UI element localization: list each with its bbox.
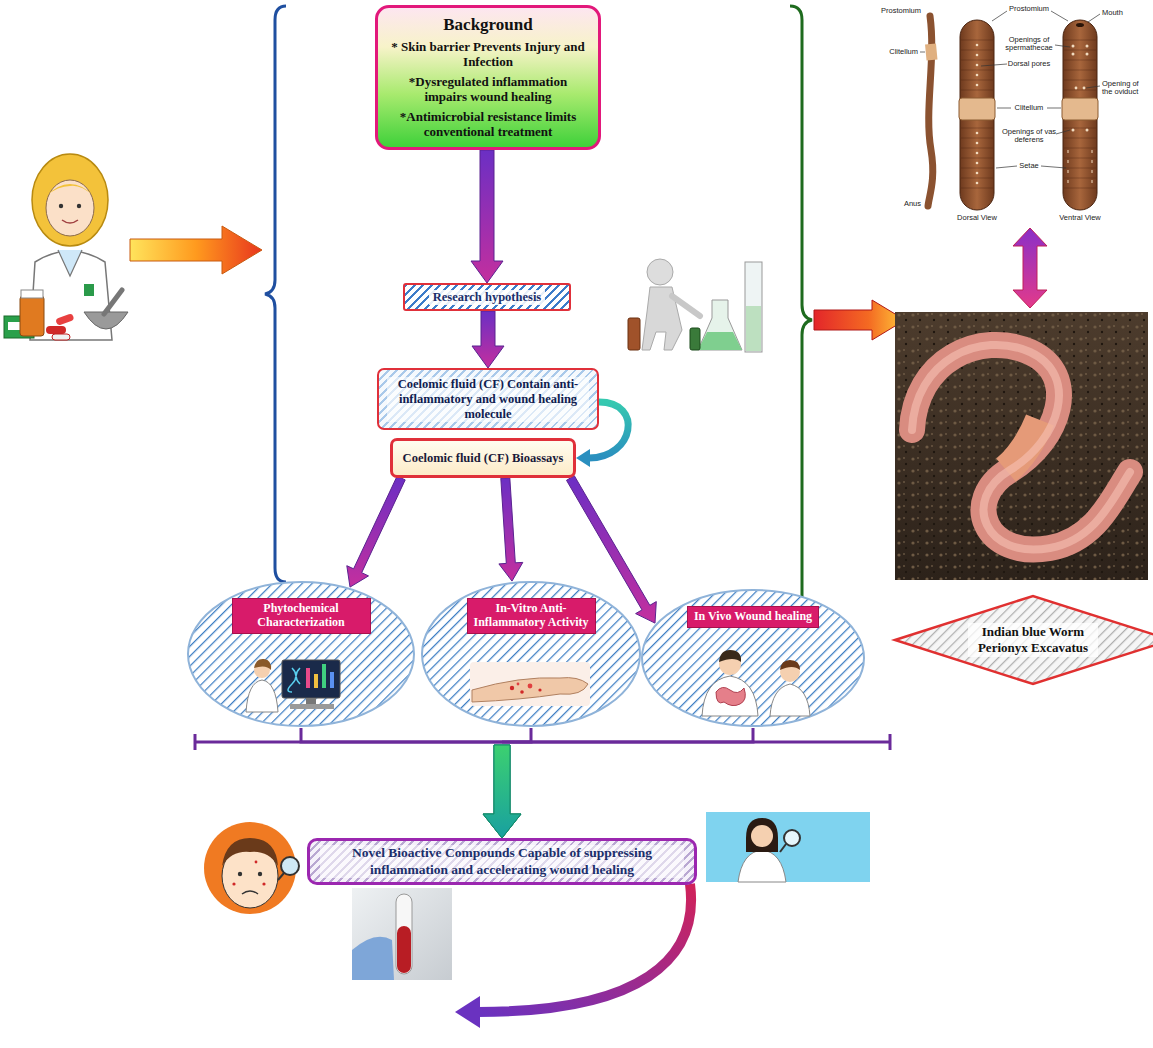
- flow-arrow: [301, 728, 521, 838]
- arrow-shape: [347, 476, 405, 587]
- lab-figure: [628, 259, 762, 352]
- orange-arrow: [130, 226, 262, 274]
- flow-arrow: [483, 728, 531, 838]
- arrow-shape: [483, 745, 521, 838]
- flow-arrow: [471, 150, 503, 283]
- arrow-shape: [471, 150, 503, 283]
- method-ellipse: Phytochemical Characterization: [186, 580, 416, 728]
- flow-arrow: [499, 478, 523, 581]
- worm-photo: [895, 312, 1148, 580]
- part-label: Prostomium: [999, 5, 1059, 13]
- part-label: Setae: [999, 162, 1059, 170]
- method-ellipse: In Vivo Wound healing: [640, 588, 866, 728]
- node-text: Research hypothesis: [429, 290, 545, 305]
- part-label: Anus: [897, 200, 921, 208]
- node-text: Coelomic fluid (CF) Bioassays: [403, 451, 564, 466]
- doctor-icon: [706, 812, 870, 882]
- arrow-shape: [483, 745, 521, 838]
- right-brace: [790, 6, 812, 636]
- flow-arrow: [347, 476, 405, 587]
- node-text: * Skin barrier Prevents Injury and Infec…: [386, 40, 590, 70]
- arrow-head: [576, 449, 590, 467]
- arrow-shape: [483, 745, 521, 838]
- scientist-icon: [4, 154, 128, 340]
- ellipse-shape: [188, 582, 414, 726]
- outcome-box: Novel Bioactive Compounds Capable of sup…: [307, 838, 697, 885]
- node-text: *Antimicrobial resistance limits convent…: [386, 110, 590, 140]
- patient-icon: [204, 822, 299, 914]
- node-text: Novel Bioactive Compounds Capable of sup…: [320, 845, 684, 877]
- part-label: Openings of vas deferens: [999, 128, 1059, 145]
- arrow-line: [301, 728, 502, 742]
- part-label: Dorsal pores: [999, 60, 1059, 68]
- arm-icon: [470, 662, 590, 706]
- arrow-line: [502, 728, 531, 742]
- method-ellipse: In-Vitro Anti-Inflammatory Activity: [420, 580, 642, 728]
- bioassay-box: Coelomic fluid (CF) Bioassays: [390, 438, 576, 478]
- process-box: Coelomic fluid (CF) Contain anti-inflamm…: [377, 368, 599, 430]
- background-box: Background * Skin barrier Prevents Injury…: [375, 5, 601, 150]
- part-label: Mouth: [1102, 9, 1146, 17]
- species-diamond: Indian blue Worm Perionyx Excavatus: [893, 594, 1153, 686]
- sample-photo: [352, 888, 452, 980]
- ellipse-shape: [642, 590, 864, 726]
- intestine-icon: [702, 650, 810, 716]
- flow-arrow: [483, 728, 753, 838]
- ellipse-shape: [422, 582, 640, 726]
- part-label: Openings of spermathecae: [999, 36, 1059, 53]
- part-label: Opening of the oviduct: [1102, 80, 1148, 97]
- node-text: In Vivo Wound healing: [687, 606, 819, 628]
- arrow-line: [502, 728, 753, 742]
- diamond-shape: [895, 596, 1153, 684]
- hypothesis-box: Research hypothesis: [403, 283, 571, 311]
- node-text: Indian blue Worm Perionyx Excavatus: [968, 623, 1098, 656]
- part-label: Ventral View: [1055, 214, 1105, 222]
- node-text: Coelomic fluid (CF) Contain anti-inflamm…: [387, 377, 589, 422]
- computer-icon: [246, 659, 340, 712]
- arrow-shape: [499, 478, 523, 581]
- red-arrow: [814, 300, 905, 340]
- part-label: Clitellum: [882, 48, 918, 56]
- result-arrow: [478, 884, 691, 1012]
- part-label: Clitellum: [999, 104, 1059, 112]
- double-arrow: [1013, 228, 1047, 308]
- node-text: *Dysregulated inflammation impairs wound…: [386, 75, 590, 105]
- result-arrow-head: [455, 996, 480, 1028]
- node-title: Background: [443, 15, 532, 35]
- worm-anatomy: [920, 11, 1100, 210]
- node-text: In-Vitro Anti-Inflammatory Activity: [467, 598, 596, 634]
- node-text: Phytochemical Characterization: [232, 598, 371, 634]
- flow-arrow: [472, 311, 504, 368]
- part-label: Prostomium: [877, 7, 921, 15]
- left-brace: [265, 6, 286, 582]
- part-label: Dorsal View: [952, 214, 1002, 222]
- arrow-shape: [472, 311, 504, 368]
